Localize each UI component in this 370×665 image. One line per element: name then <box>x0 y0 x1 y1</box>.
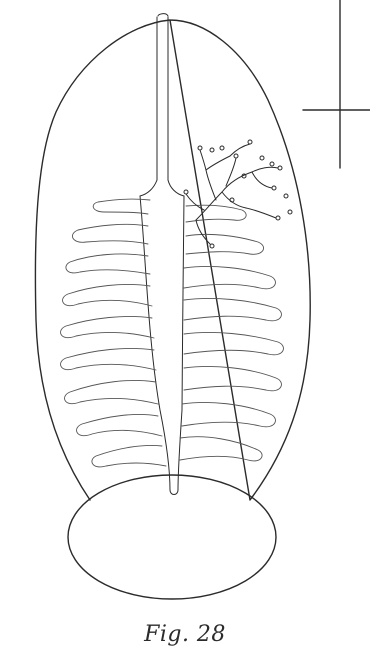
scale-bar <box>303 0 370 168</box>
right-lobes <box>180 205 283 461</box>
figure-caption: Fig. 28 <box>0 622 370 647</box>
central-canal <box>140 14 184 495</box>
branching-glands <box>184 140 292 248</box>
